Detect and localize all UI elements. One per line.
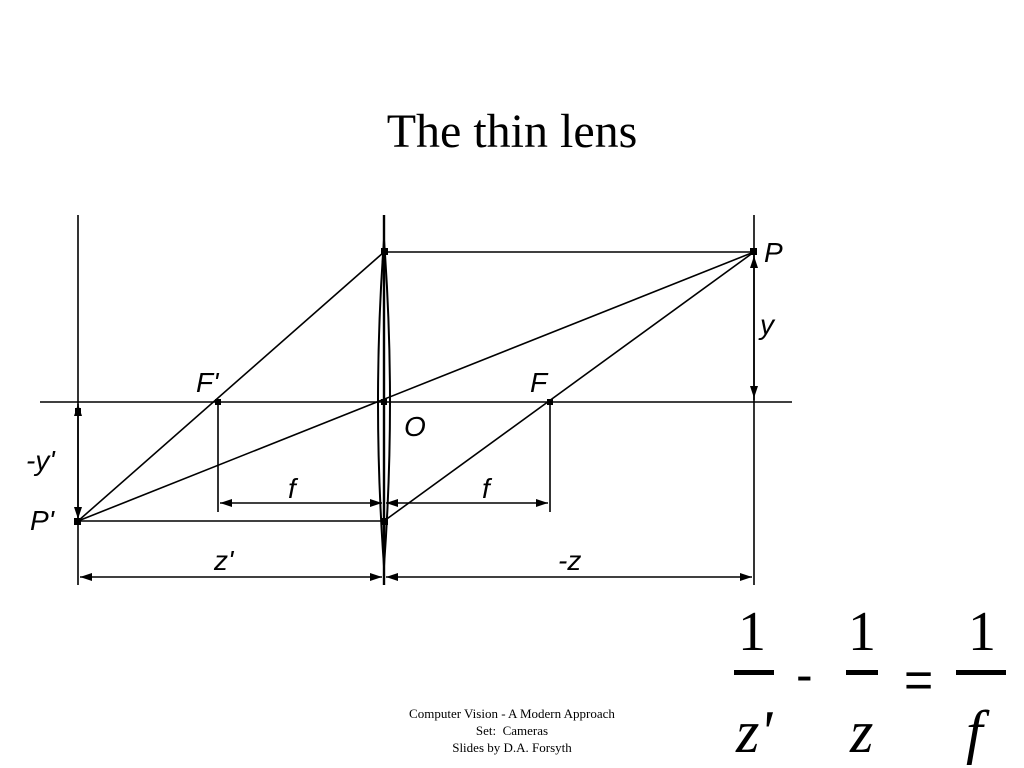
point-lens-top [381, 248, 388, 255]
ray-through-center [77, 251, 755, 522]
arrow-neg-z-end [740, 573, 752, 581]
label-F: F [530, 367, 549, 398]
label-f-right: f [482, 473, 493, 504]
slide-footer: Computer Vision - A Modern Approach Set:… [312, 705, 712, 756]
arrow-f-right-end [536, 499, 548, 507]
label-neg-y-prime: -y' [26, 445, 56, 476]
arrow-neg-z-start [386, 573, 398, 581]
footer-set: Set: Cameras [475, 723, 549, 738]
eq-minus: - [796, 647, 813, 703]
label-O: O [404, 411, 426, 442]
eq-equals: = [904, 652, 933, 708]
point-lens-bottom [381, 518, 388, 525]
label-F-prime: F' [196, 367, 220, 398]
ray-through-focus-prime [77, 251, 385, 522]
arrow-f-left-start [220, 499, 232, 507]
point-F-prime [215, 399, 221, 405]
arrow-f-right-start [386, 499, 398, 507]
slide-title: The thin lens [386, 105, 638, 158]
eq-term2-bar [846, 670, 878, 675]
arrow-neg-y-bottom [74, 507, 82, 519]
label-f-left: f [288, 473, 299, 504]
arrow-z-prime-end [370, 573, 382, 581]
footer-author: Slides by D.A. Forsyth [452, 740, 572, 755]
eq-term1-denominator: z' [735, 699, 773, 765]
eq-term1-bar [734, 670, 774, 675]
lens-shape [377, 239, 391, 567]
eq-term3-bar [956, 670, 1006, 675]
eq-term3-denominator: f [966, 699, 990, 765]
label-neg-z: -z [558, 545, 581, 576]
ray-through-focus [383, 251, 755, 522]
eq-term3-numerator: 1 [968, 601, 996, 663]
eq-term2-denominator: z [849, 699, 873, 765]
lens-equation: 1 z' - 1 z = 1 f [734, 601, 1006, 765]
point-P [750, 248, 757, 255]
label-P-prime: P' [30, 505, 56, 536]
point-O [381, 399, 387, 405]
point-F [547, 399, 553, 405]
arrow-y-top [750, 256, 758, 268]
arrow-z-prime-start [80, 573, 92, 581]
arrow-y-bottom [750, 386, 758, 398]
point-image-axis [75, 408, 81, 414]
point-P-prime [74, 518, 81, 525]
arrow-f-left-end [370, 499, 382, 507]
label-y: y [758, 309, 776, 340]
label-P: P [764, 237, 783, 268]
footer-course: Computer Vision - A Modern Approach [409, 706, 615, 721]
eq-term2-numerator: 1 [848, 601, 876, 663]
label-z-prime: z' [213, 545, 235, 576]
eq-term1-numerator: 1 [738, 601, 766, 663]
